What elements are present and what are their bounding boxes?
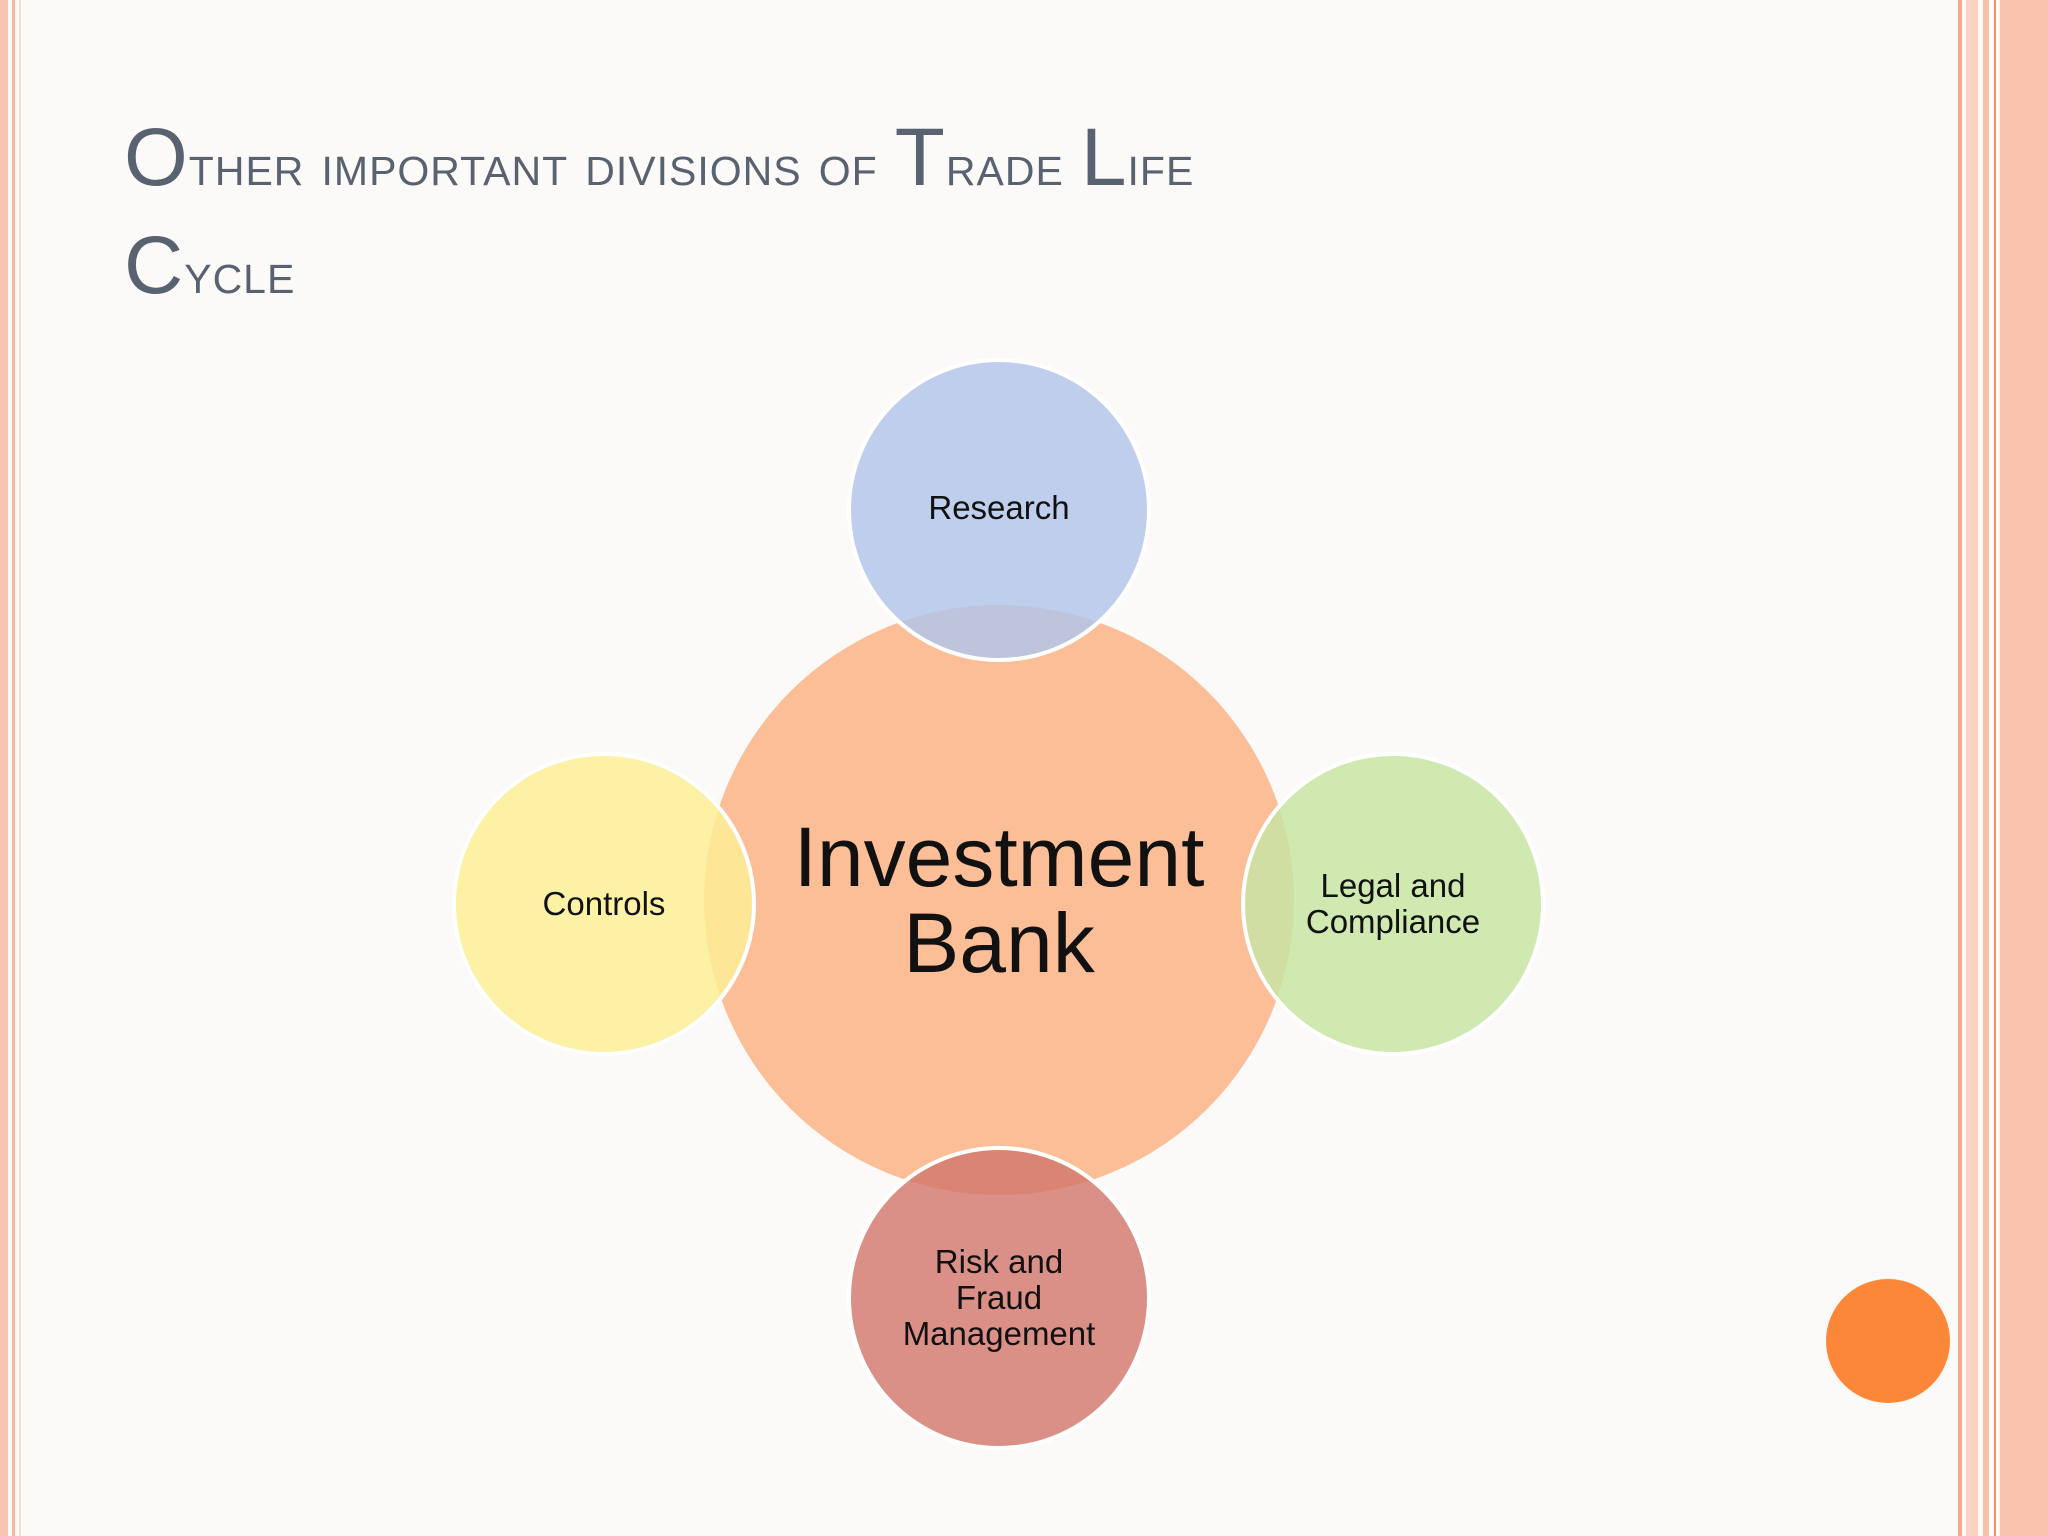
- research-label: Research: [928, 489, 1070, 526]
- right-border-stripe: [1983, 0, 1989, 1536]
- controls-label: Controls: [542, 885, 666, 922]
- research-circle: [847, 358, 1151, 662]
- orange-accent-dot: [1826, 1279, 1950, 1403]
- right-border-stripe: [1966, 0, 1978, 1536]
- right-border-stripe: [1958, 0, 1962, 1536]
- left-border-stripe: [0, 0, 8, 1536]
- investment-bank-circle: [704, 605, 1294, 1195]
- risk-fraud-circle: [847, 1146, 1151, 1450]
- investment-bank-label: Investment Bank: [793, 810, 1205, 990]
- right-border-stripe: [2000, 0, 2048, 1536]
- risk-fraud-label: Risk and Fraud Management: [902, 1243, 1096, 1352]
- left-border-stripe: [12, 0, 15, 1536]
- legal-compliance-circle: [1241, 752, 1545, 1056]
- left-border-stripe: [19, 0, 21, 1536]
- legal-compliance-label: Legal and Compliance: [1305, 867, 1481, 940]
- right-border-stripe: [1994, 0, 1996, 1536]
- controls-circle: [452, 752, 756, 1056]
